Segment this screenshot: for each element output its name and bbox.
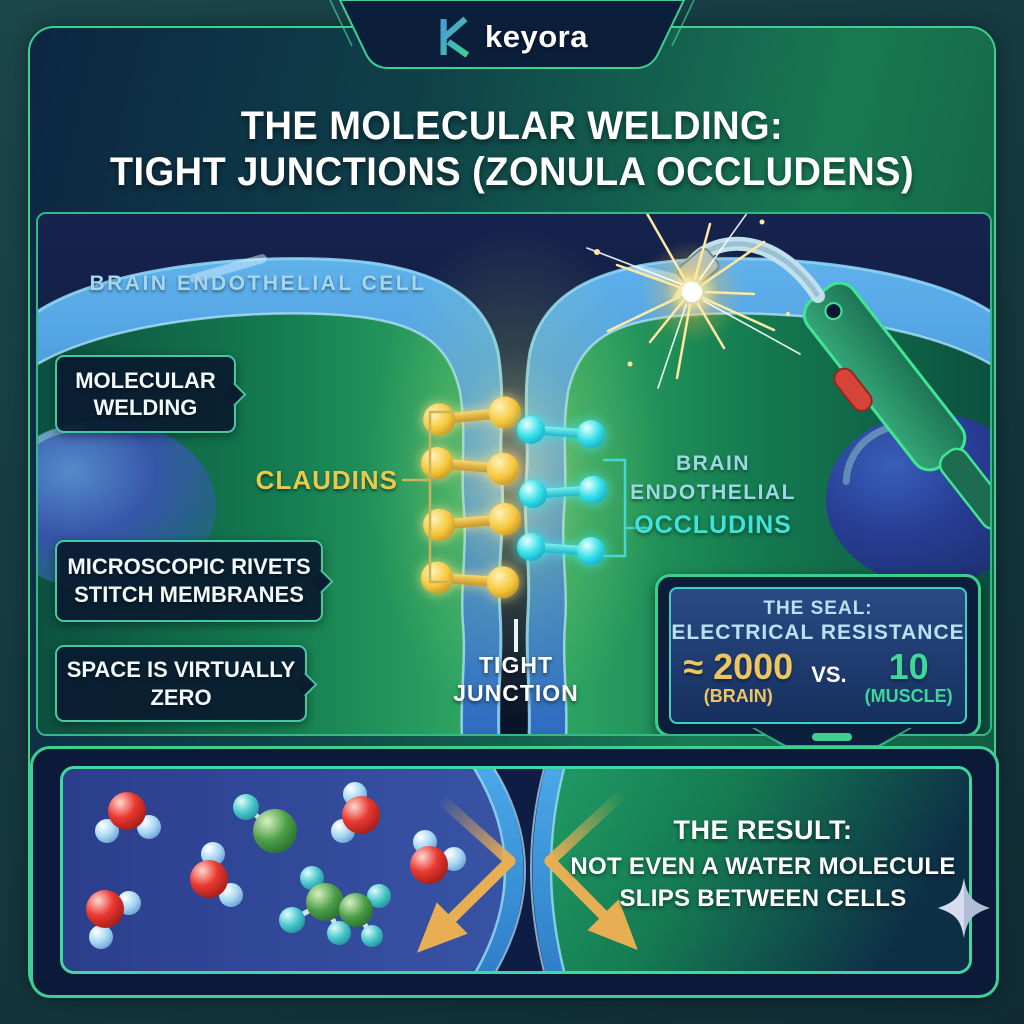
blocked-arrow-right-icon — [544, 787, 638, 951]
muscle-resistance-label: (MUSCLE) — [864, 686, 953, 706]
versus-label: VS. — [811, 662, 847, 687]
callout-space-zero: SPACE IS VIRTUALLY ZERO — [55, 645, 318, 722]
seal-title-line1: THE SEAL: — [763, 598, 873, 619]
result-line3: SLIPS BETWEEN CELLS — [619, 885, 907, 912]
corner-bracket-icon — [678, 595, 698, 613]
seal-resistance-screen: THE SEAL: ELECTRICAL RESISTANCE ≈ 2000 (… — [669, 587, 967, 724]
weld-spark-icon — [586, 214, 801, 389]
callout-space-line1: SPACE IS VIRTUALLY — [66, 656, 296, 682]
brand-name: keyora — [485, 19, 588, 54]
brand-logo: keyora — [0, 16, 1024, 58]
result-illustration — [60, 766, 972, 974]
water-molecules — [86, 782, 466, 949]
brain-resistance-value: ≈ 2000 (BRAIN) — [683, 646, 794, 707]
seal-resistance-box: THE SEAL: ELECTRICAL RESISTANCE ≈ 2000 (… — [655, 574, 981, 734]
page-title-line2: TIGHT JUNCTIONS (ZONULA OCCLUDENS) — [109, 150, 915, 194]
header-banner — [329, 0, 695, 69]
callout-molecular-welding: MOLECULAR WELDING — [55, 355, 247, 433]
tight-junction-label: TIGHT JUNCTION — [416, 651, 616, 707]
callout-space-line2: ZERO — [150, 684, 212, 710]
callout-molecular-welding-line2: WELDING — [93, 395, 198, 420]
corner-bracket-icon — [678, 698, 698, 716]
cell-diagram-panel: BRAIN ENDOTHELIAL CELL MOLECULAR WELDING… — [36, 212, 992, 736]
callout-rivets-line1: MICROSCOPIC RIVETS — [67, 554, 311, 579]
corner-bracket-icon — [938, 595, 958, 613]
brain-resistance-label: (BRAIN) — [703, 686, 773, 706]
endothelial-label: ENDOTHELIAL — [630, 481, 796, 504]
blocked-arrow-left-icon — [416, 792, 516, 953]
seal-box-stand-base — [812, 733, 852, 741]
occludins-bracket — [603, 458, 650, 558]
occludins-label-block: BRAIN ENDOTHELIAL OCCLUDINS — [613, 449, 813, 540]
brain-label: BRAIN — [676, 452, 750, 475]
claudins-bracket — [402, 410, 452, 584]
tight-junction-line2: JUNCTION — [453, 680, 579, 706]
callout-microscopic-rivets: MICROSCOPIC RIVETS STITCH MEMBRANES — [55, 540, 334, 622]
keyora-k-icon — [440, 16, 470, 58]
corner-bracket-icon — [938, 698, 958, 716]
callout-rivets-line2: STITCH MEMBRANES — [74, 582, 304, 607]
water-barrier-scene — [63, 769, 969, 971]
result-panel: THE RESULT: NOT EVEN A WATER MOLECULE SL… — [30, 746, 999, 998]
result-title: THE RESULT: — [673, 815, 853, 845]
tight-junction-line1: TIGHT — [479, 652, 553, 678]
solute-molecules — [233, 794, 391, 947]
muscle-resistance-number: 10 — [888, 646, 929, 687]
brain-endothelial-cell-label: BRAIN ENDOTHELIAL CELL — [89, 272, 427, 295]
result-line2: NOT EVEN A WATER MOLECULE — [570, 853, 956, 880]
cytoplasm-zone — [503, 769, 969, 971]
brain-resistance-number: ≈ 2000 — [683, 646, 794, 687]
claudins-label: CLAUDINS — [255, 465, 398, 495]
occludins-label: OCCLUDINS — [634, 511, 792, 539]
occludin-rivets — [517, 415, 607, 566]
claudin-rivets — [421, 396, 521, 599]
muscle-resistance-value: 10 (MUSCLE) — [864, 646, 953, 707]
seal-title-line2: ELECTRICAL RESISTANCE — [671, 621, 965, 644]
callout-molecular-welding-line1: MOLECULAR — [75, 368, 216, 393]
result-text-block: THE RESULT: NOT EVEN A WATER MOLECULE SL… — [563, 815, 963, 913]
four-point-sparkle-icon — [938, 878, 990, 938]
page-title-line1: THE MOLECULAR WELDING: — [240, 104, 784, 148]
